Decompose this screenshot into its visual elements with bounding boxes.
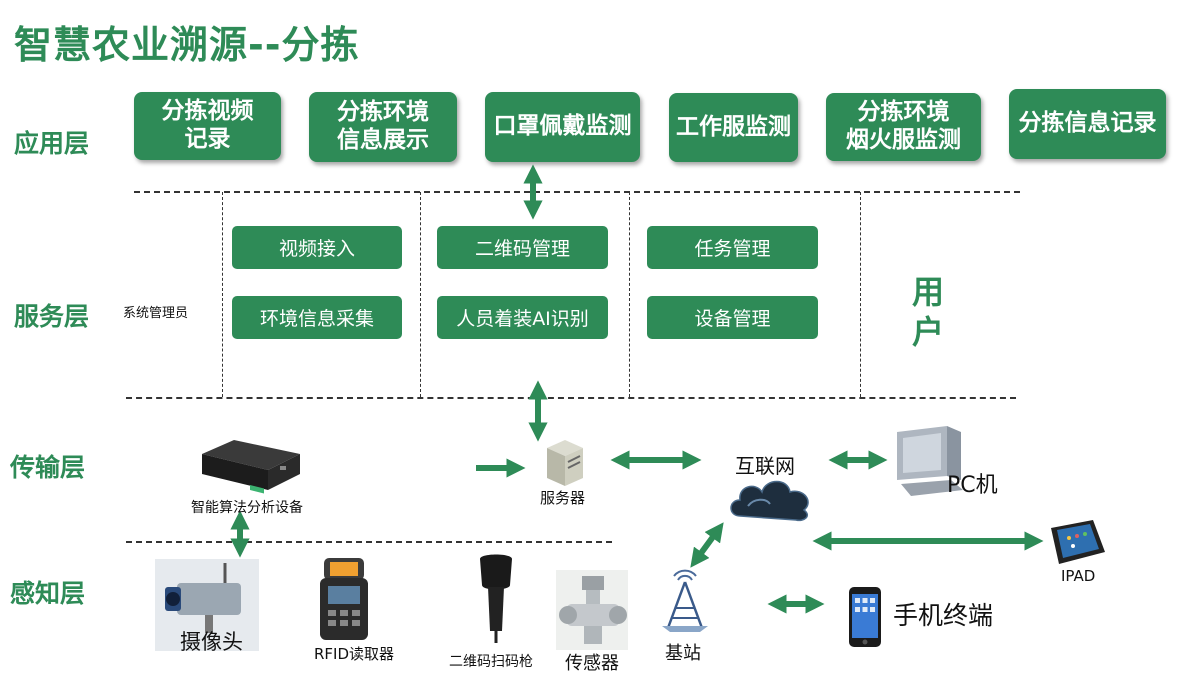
- divider-v-1: [222, 192, 223, 397]
- pc-icon: [897, 426, 963, 496]
- pc-label: PC机: [947, 473, 998, 498]
- service-ai-attire-recognition: 人员着装AI识别: [437, 296, 608, 339]
- ipad-label: IPAD: [1061, 567, 1096, 585]
- separator-app-service: [134, 191, 1020, 193]
- barcode-scanner-icon: [480, 554, 512, 643]
- divider-v-4: [860, 192, 861, 397]
- base-station-icon: [662, 569, 708, 632]
- user-label: 用户: [911, 273, 944, 351]
- divider-v-3: [629, 192, 630, 397]
- camera-icon: [155, 559, 259, 651]
- layer-label-service: 服务层: [14, 302, 90, 331]
- service-qrcode-management: 二维码管理: [437, 226, 608, 269]
- edge-device-label: 智能算法分析设备: [191, 500, 303, 516]
- page-title: 智慧农业溯源--分拣: [14, 23, 360, 67]
- service-environment-collection: 环境信息采集: [232, 296, 402, 339]
- sensor-label: 传感器: [565, 653, 619, 674]
- scanner-label: 二维码扫码枪: [449, 654, 533, 670]
- app-box-sorting-records: 分拣信息记录: [1009, 89, 1166, 159]
- arrow-base-station-internet: [690, 522, 724, 568]
- internet-label: 互联网: [735, 454, 795, 478]
- camera-label: 摄像头: [180, 630, 243, 654]
- system-admin-label: 系统管理员: [123, 306, 189, 321]
- service-video-access: 视频接入: [232, 226, 402, 269]
- base-station-label: 基站: [665, 643, 701, 664]
- mobile-label: 手机终端: [893, 601, 994, 630]
- app-box-workwear-monitoring: 工作服监测: [669, 93, 798, 162]
- edge-device-icon: [202, 440, 300, 494]
- app-box-environment-display: 分拣环境 信息展示: [309, 92, 457, 162]
- divider-v-2: [420, 192, 421, 397]
- sensor-icon: [556, 570, 628, 650]
- layer-label-perception: 感知层: [10, 579, 86, 608]
- server-icon: [547, 440, 583, 486]
- rfid-reader-icon: [320, 558, 368, 640]
- rfid-label: RFID读取器: [314, 645, 395, 663]
- separator-service-transport: [126, 397, 1016, 399]
- cloud-icon: [730, 480, 809, 522]
- layer-label-transport: 传输层: [10, 453, 86, 482]
- mobile-phone-icon: [849, 587, 881, 647]
- separator-transport-perception: [126, 541, 612, 543]
- server-label: 服务器: [540, 489, 586, 507]
- service-device-management: 设备管理: [647, 296, 818, 339]
- layer-label-app: 应用层: [14, 129, 90, 158]
- app-box-smoke-fire-monitoring: 分拣环境 烟火服监测: [826, 93, 981, 161]
- ipad-icon: [1051, 520, 1105, 564]
- app-box-sorting-video: 分拣视频 记录: [134, 92, 281, 160]
- service-task-management: 任务管理: [647, 226, 818, 269]
- app-box-mask-monitoring: 口罩佩戴监测: [485, 92, 640, 162]
